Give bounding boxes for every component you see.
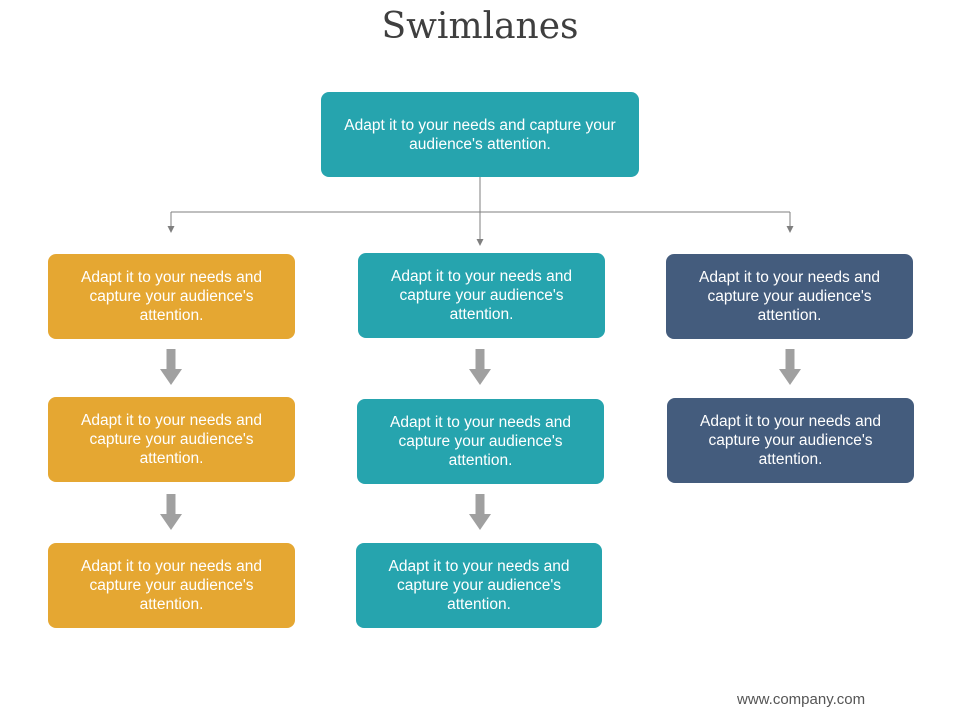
root-box-text: Adapt it to your needs and capture your … <box>344 116 616 153</box>
down-arrow-icon <box>160 494 182 530</box>
lane-2-box-2-text: Adapt it to your needs and capture your … <box>390 414 571 469</box>
down-arrow-icon <box>160 349 182 385</box>
down-arrow-icon <box>469 349 491 385</box>
down-arrow-icon <box>469 494 491 530</box>
lane-3-box-2: Adapt it to your needs and capture your … <box>667 398 914 483</box>
lane-2-box-1: Adapt it to your needs and capture your … <box>358 253 605 338</box>
connector-arrowhead-right <box>786 226 794 233</box>
slide-title: Swimlanes <box>381 6 579 47</box>
lane-3-box-1: Adapt it to your needs and capture your … <box>666 254 913 339</box>
lane-1-box-1: Adapt it to your needs and capture your … <box>48 254 295 339</box>
lane-1-box-3: Adapt it to your needs and capture your … <box>48 543 295 628</box>
lane-2-box-1-text: Adapt it to your needs and capture your … <box>391 268 572 323</box>
lane-3-box-2-text: Adapt it to your needs and capture your … <box>700 413 881 468</box>
lane-1-box-2: Adapt it to your needs and capture your … <box>48 397 295 482</box>
lane-3-box-1-text: Adapt it to your needs and capture your … <box>699 269 880 324</box>
lane-2-box-3: Adapt it to your needs and capture your … <box>356 543 602 628</box>
connector-arrowhead-left <box>167 226 175 233</box>
lane-1-box-2-text: Adapt it to your needs and capture your … <box>81 412 262 467</box>
lane-2-box-2: Adapt it to your needs and capture your … <box>357 399 604 484</box>
down-arrow-icon <box>779 349 801 385</box>
lane-1-box-3-text: Adapt it to your needs and capture your … <box>81 558 262 613</box>
lane-1-box-1-text: Adapt it to your needs and capture your … <box>81 269 262 324</box>
lane-2-box-3-text: Adapt it to your needs and capture your … <box>388 558 570 613</box>
root-box: Adapt it to your needs and capture your … <box>321 92 639 177</box>
footer-url: www.company.com <box>737 691 866 708</box>
connector-arrowhead-center <box>476 239 484 246</box>
